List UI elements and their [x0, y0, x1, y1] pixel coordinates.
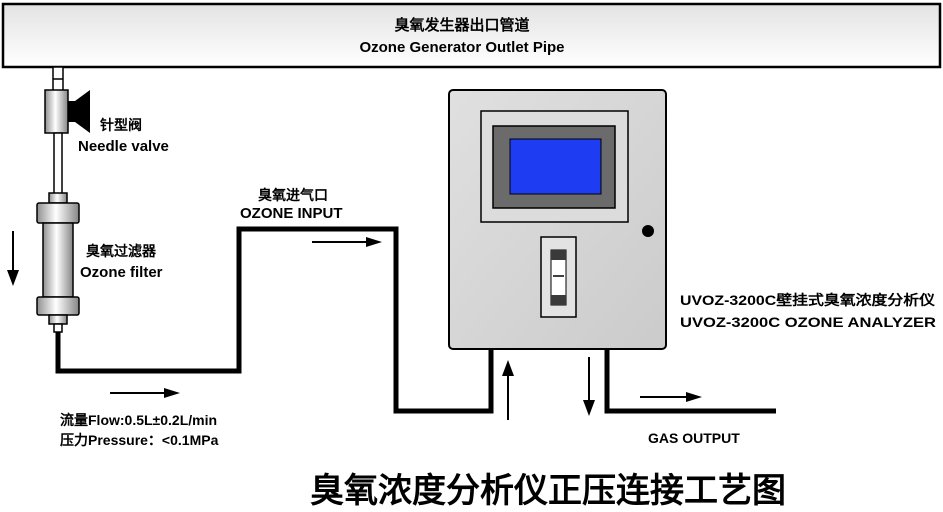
- display-screen: [509, 138, 602, 195]
- valve-knob-icon: [68, 90, 90, 133]
- outlet-pipe-label-cn: 臭氧发生器出口管道: [394, 16, 529, 34]
- filter-top-cap: [36, 202, 80, 224]
- arrow-right-head: [366, 237, 382, 247]
- flowmeter-bottom-plug: [551, 295, 566, 305]
- ozone-input-label-cn: 臭氧进气口: [258, 187, 328, 203]
- analyzer-label-cn: UVOZ-3200C壁挂式臭氧浓度分析仪: [680, 292, 936, 308]
- flow-arrow-right-bottom: [110, 388, 180, 398]
- inlet-pipe-run: [55, 226, 494, 414]
- flow-arrow-down-filter: [7, 231, 19, 286]
- flowmeter-top-plug: [551, 250, 566, 260]
- outlet-pipe: 臭氧发生器出口管道 Ozone Generator Outlet Pipe: [1, 2, 942, 69]
- ozone-analyzer: UVOZ-3200C壁挂式臭氧浓度分析仪 UVOZ-3200C OZONE AN…: [448, 89, 936, 350]
- ozone-filter-label-en: Ozone filter: [80, 264, 163, 281]
- flow-arrow-down-outlet: [583, 357, 595, 416]
- ozone-input-label: 臭氧进气口 OZONE INPUT: [240, 187, 343, 222]
- arrow-down-head: [583, 400, 595, 416]
- ozone-input-label-en: OZONE INPUT: [240, 205, 343, 222]
- filter-bottom-neck: [48, 314, 68, 325]
- arrow-up-head: [502, 360, 514, 376]
- filter-inlet-tube: [53, 132, 63, 195]
- filter-body: [42, 222, 74, 298]
- flow-rate-text: 流量Flow:0.5L±0.2L/min: [60, 412, 217, 428]
- ozone-filter: 臭氧过滤器 Ozone filter: [36, 132, 163, 333]
- ozone-filter-label-cn: 臭氧过滤器: [86, 243, 157, 259]
- gas-line: [55, 226, 776, 414]
- pressure-text: 压力Pressure：<0.1MPa: [60, 432, 219, 448]
- outlet-pipe-body: [1, 2, 942, 69]
- analyzer-label-en: UVOZ-3200C OZONE ANALYZER: [680, 314, 936, 330]
- arrow-right-head: [686, 392, 702, 402]
- gas-output-label: GAS OUTPUT: [648, 430, 740, 446]
- needle-valve-label-en: Needle valve: [78, 138, 169, 155]
- flow-spec: 流量Flow:0.5L±0.2L/min 压力Pressure：<0.1MPa: [60, 412, 219, 448]
- needle-valve-label-cn: 针型阀: [99, 117, 142, 133]
- flow-arrow-right-input: [312, 237, 382, 247]
- valve-body: [44, 89, 69, 134]
- filter-bottom-cap: [36, 296, 80, 316]
- indicator-dot-icon: [642, 225, 654, 237]
- flow-arrow-up-inlet: [502, 360, 514, 420]
- needle-valve: 针型阀 Needle valve: [44, 66, 169, 155]
- outlet-pipe-run: [604, 349, 776, 414]
- arrow-down-head: [7, 270, 19, 286]
- filter-top-neck: [48, 192, 68, 204]
- filter-outlet-tube: [53, 323, 63, 333]
- diagram-title: 臭氧浓度分析仪正压连接工艺图: [310, 471, 786, 511]
- outlet-pipe-label-en: Ozone Generator Outlet Pipe: [359, 39, 564, 56]
- arrow-right-head: [164, 388, 180, 398]
- flow-arrow-right-output: [640, 392, 702, 402]
